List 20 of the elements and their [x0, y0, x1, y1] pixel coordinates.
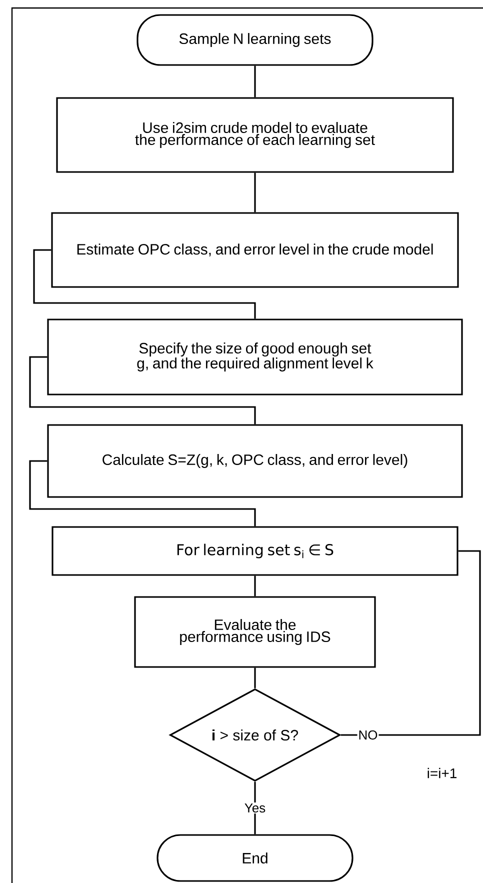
process-box: Calculate S=Z(g, k, OPC class, and error level) [47, 424, 463, 498]
connector-line [254, 576, 256, 596]
edge-label: Yes [243, 802, 267, 814]
connector-line [33, 249, 256, 319]
connector-line [29, 460, 256, 526]
connector-line [254, 782, 256, 834]
process-box: Estimate OPC class, and error level in the crude model [51, 212, 459, 288]
connector-line [29, 356, 256, 424]
connector-line [254, 668, 256, 688]
process-box: Evaluate the performance using IDS [134, 596, 376, 668]
connector-line [254, 172, 256, 212]
terminal-box: End [156, 834, 354, 882]
note-label: i=i+1 [428, 768, 456, 778]
process-box: For learning set s$_{i}$ ∈ S [52, 526, 458, 576]
edge-label: NO [357, 729, 379, 741]
process-box: Use i2sim crude model to evaluate the performance of each learning set [56, 97, 454, 173]
connector-line [340, 550, 481, 736]
connector-line [254, 66, 256, 98]
process-box: Specify the size of good enough set g, and the required alignment level k [47, 318, 463, 396]
terminal-box: Sample N learning sets [136, 14, 374, 66]
